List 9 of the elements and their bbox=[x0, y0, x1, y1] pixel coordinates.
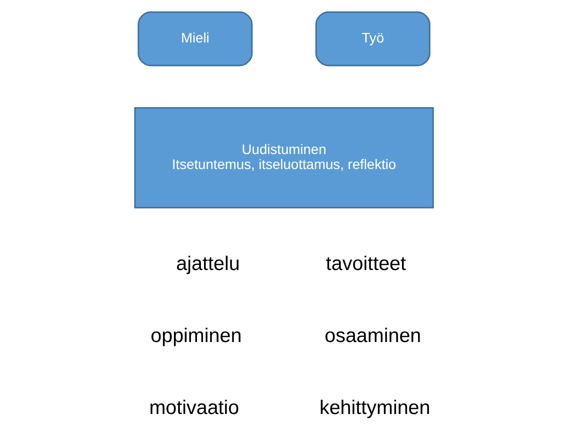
node-box: Työ bbox=[314, 11, 430, 66]
label: oppiminen bbox=[150, 324, 242, 347]
label: osaaminen bbox=[324, 324, 421, 347]
label: kehittyminen bbox=[318, 396, 430, 419]
node-box: Uudistuminen Itsetuntemus, itseluottamus, reflektio bbox=[134, 107, 434, 208]
label: tavoitteet bbox=[325, 252, 406, 275]
label: motivaatio bbox=[148, 396, 239, 419]
label: ajattelu bbox=[176, 252, 240, 275]
node-box: Mieli bbox=[137, 11, 252, 66]
